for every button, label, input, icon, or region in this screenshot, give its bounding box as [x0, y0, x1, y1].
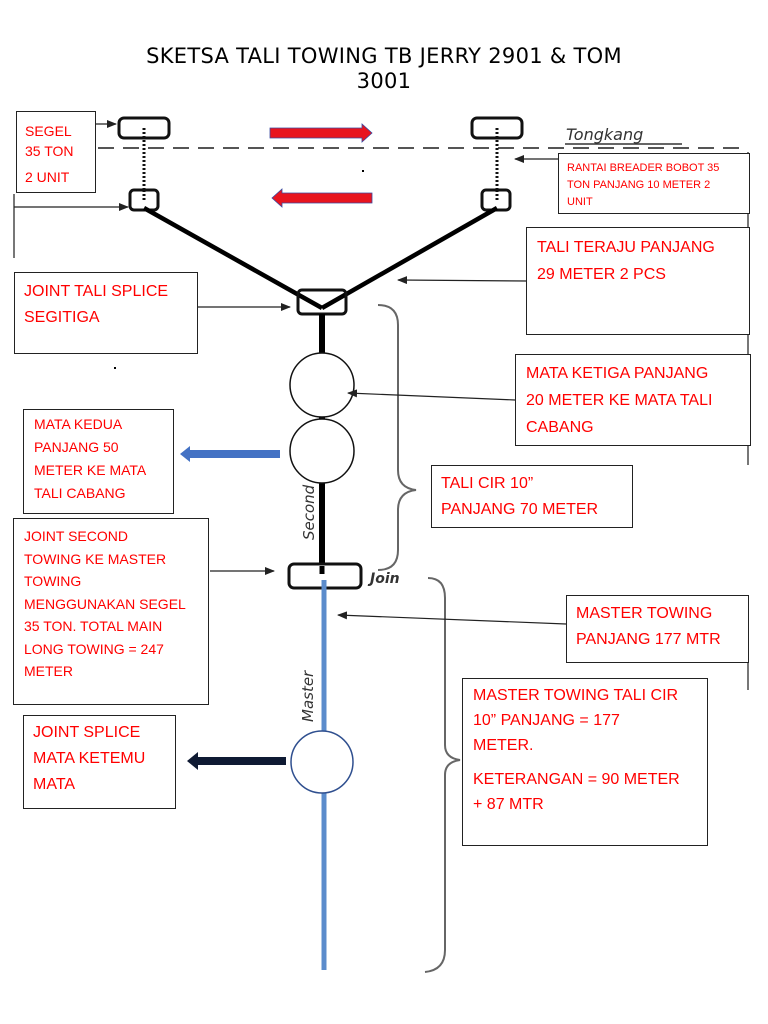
callout-line: MATA [33, 776, 76, 793]
bridle-rope-left [142, 206, 324, 310]
callout-tali-teraju: TALI TERAJU PANJANG 29 METER 2 PCS [526, 227, 750, 335]
red-arrow-left-icon [271, 188, 373, 208]
callout-line: MASTER TOWING [576, 605, 713, 622]
bridle-rope-right [320, 206, 499, 310]
callout-line: MATA KETEMU [33, 750, 146, 767]
callout-line: 29 METER 2 PCS [537, 266, 666, 283]
callout-line: PANJANG 50 [34, 439, 119, 455]
callout-line: LONG TOWING = 247 [24, 640, 164, 657]
callout-line: MATA KETIGA PANJANG [526, 365, 709, 382]
callout-line: JOINT SPLICE [33, 724, 141, 741]
callout-mata-kedua: MATA KEDUA PANJANG 50 METER KE MATA TALI… [23, 409, 174, 514]
red-arrow-right-icon [269, 123, 373, 143]
callout-line: 35 TON. TOTAL MAIN [24, 618, 163, 634]
callout-joint-second: JOINT SECOND TOWING KE MASTER TOWING MEN… [13, 518, 209, 705]
connector-ketiga [347, 389, 516, 401]
page-title: SKETSA TALI TOWING TB JERRY 2901 & TOM 3… [0, 44, 768, 94]
callout-tali-cir: TALI CIR 10” PANJANG 70 METER [431, 465, 633, 528]
master-label: Master [299, 670, 317, 722]
callout-line: CABANG [526, 419, 594, 436]
callout-line: 2 UNIT [25, 169, 70, 185]
callout-line: PANJANG 70 METER [441, 501, 599, 518]
callout-line: UNIT [567, 196, 593, 208]
callout-line: 10” PANJANG = 177 [473, 712, 620, 729]
callout-line: METER. [473, 737, 534, 754]
callout-line: TALI CABANG [34, 485, 126, 501]
join-label: Join [367, 571, 400, 587]
second-label: Second [300, 484, 318, 540]
callout-line: MASTER TOWING TALI CIR [473, 687, 679, 704]
callout-line: TALI CIR 10” [441, 475, 534, 492]
tongkang-label: Tongkang [566, 125, 643, 144]
dark-arrow-left-icon [187, 752, 286, 770]
callout-line: 35 TON [25, 143, 74, 159]
callout-line: JOINT TALI SPLICE [24, 283, 169, 300]
callout-line: MATA KEDUA [34, 416, 123, 432]
callout-line: TOWING [24, 573, 82, 589]
callout-joint-segitiga: JOINT TALI SPLICE SEGITIGA [14, 272, 198, 354]
second-eye [289, 418, 355, 484]
callout-line: RANTAI BREADER BOBOT 35 [567, 162, 720, 174]
brace-master-upper [427, 577, 461, 776]
blue-arrow-left-icon [180, 446, 280, 462]
callout-line: 20 METER KE MATA TALI [526, 392, 713, 409]
callout-line: SEGITIGA [24, 309, 100, 326]
callout-line: PANJANG 177 MTR [576, 631, 721, 648]
callout-line: JOINT SECOND [24, 528, 128, 544]
callout-master-panjang: MASTER TOWING PANJANG 177 MTR [566, 595, 749, 663]
callout-rantai-breader: RANTAI BREADER BOBOT 35 TON PANJANG 10 M… [558, 153, 750, 214]
brace-second [377, 304, 417, 571]
callout-line: METER [24, 663, 73, 679]
callout-line: METER KE MATA [34, 462, 147, 478]
callout-line: TALI TERAJU PANJANG [537, 239, 715, 256]
title-line-2: 3001 [356, 69, 412, 93]
third-eye [289, 352, 355, 418]
callout-line: TON PANJANG 10 METER 2 [567, 179, 711, 191]
callout-segel: SEGEL 35 TON 2 UNIT [16, 111, 96, 193]
callout-master-detail: MASTER TOWING TALI CIR 10” PANJANG = 177… [462, 678, 708, 846]
callout-line: + 87 MTR [473, 796, 544, 813]
brace-master-lower [424, 775, 446, 973]
callout-line: TOWING KE MASTER [24, 550, 167, 567]
master-joint-eye [290, 730, 354, 794]
callout-line: KETERANGAN = 90 METER [473, 771, 680, 788]
title-line-1: SKETSA TALI TOWING TB JERRY 2901 & TOM [146, 44, 622, 68]
connector-teraju [397, 276, 528, 285]
triangle-joint [296, 288, 348, 316]
callout-line: MENGGUNAKAN SEGEL [24, 595, 186, 612]
connector-master [337, 611, 567, 625]
callout-line: SEGEL [25, 123, 72, 139]
callout-mata-ketiga: MATA KETIGA PANJANG 20 METER KE MATA TAL… [515, 354, 751, 446]
callout-joint-mata: JOINT SPLICE MATA KETEMU MATA [23, 715, 176, 809]
